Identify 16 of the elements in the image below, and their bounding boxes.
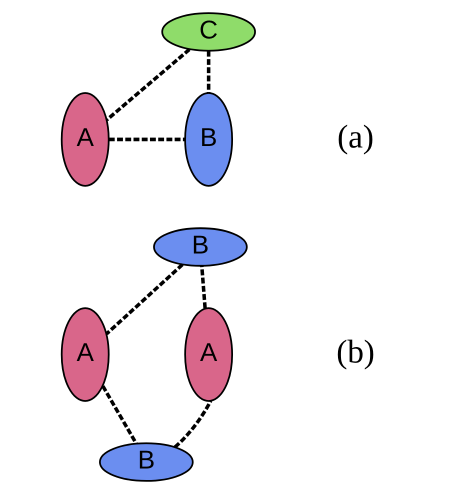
connector bbox=[108, 138, 185, 142]
node-ellipse: B bbox=[184, 92, 234, 187]
label: (a) bbox=[337, 120, 374, 156]
connector bbox=[206, 50, 210, 93]
connector bbox=[101, 385, 138, 445]
node-ellipse: A bbox=[60, 307, 110, 402]
label: (b) bbox=[336, 334, 375, 371]
connector bbox=[200, 266, 207, 308]
node-ellipse: A bbox=[60, 92, 110, 187]
node-ellipse: B bbox=[99, 442, 194, 482]
connector bbox=[105, 263, 184, 336]
node-ellipse: A bbox=[184, 307, 234, 402]
connector bbox=[174, 400, 212, 448]
node-ellipse: C bbox=[161, 12, 256, 52]
connector bbox=[106, 48, 190, 122]
node-ellipse: B bbox=[153, 227, 248, 267]
